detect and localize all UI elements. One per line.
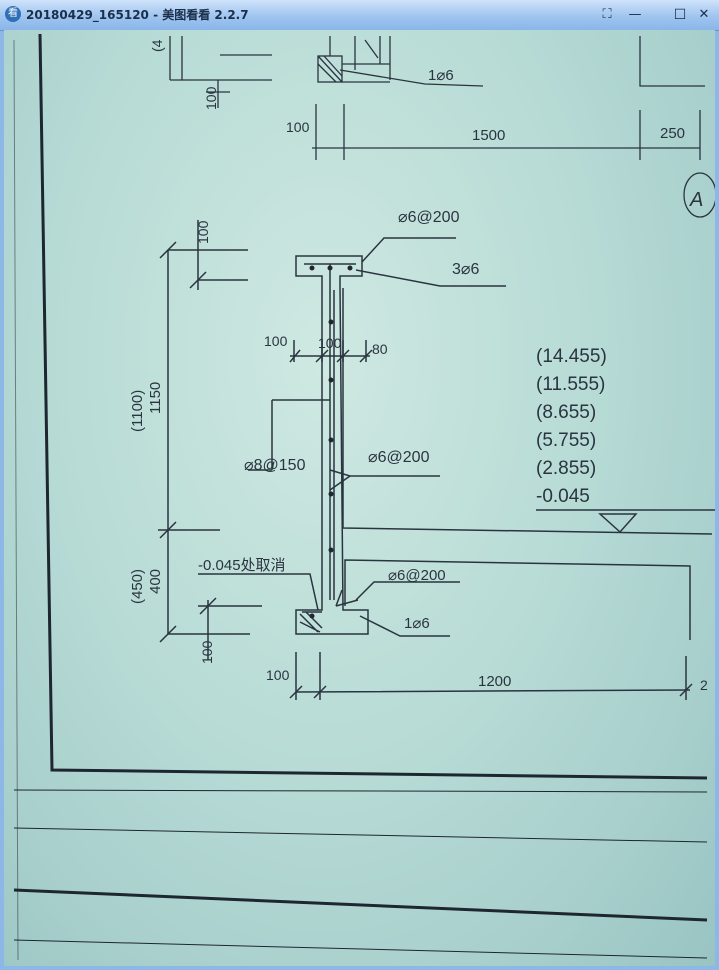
elevation-item: (11.555) [536,374,605,395]
dim-top-100: 100 [195,220,211,244]
title-bar[interactable]: 看 20180429_165120 - 美图看看 2.2.7 ⛶ — ☐ ✕ [0,0,719,31]
grid-axis-label: A [689,189,703,211]
cap-bars-label: 3⌀6 [452,261,480,278]
app-icon[interactable]: 看 [5,6,21,22]
top-dim-100: 100 [286,119,310,135]
top-dim-1500: 1500 [472,127,505,144]
elevation-item: (2.855) [536,458,596,479]
dim-height-1100: (1100) [129,390,146,432]
dim-height-450: (450) [129,569,146,604]
image-viewport[interactable]: 1⌀6 100 100 1500 250 (4 A [4,30,715,966]
restore-button[interactable] [648,5,668,25]
maximize-button[interactable]: ☐ [673,7,687,23]
elevation-list: (14.455) (11.555) (8.655) (5.755) (2.855… [536,346,607,507]
top-partial-left-label: (4 [149,39,165,52]
dim-100-a: 100 [264,333,288,349]
dim-80: 80 [372,341,388,357]
base-note-label: -0.045处取消 [198,557,286,574]
close-button[interactable]: ✕ [698,7,710,22]
cap-stirrup-label: ⌀6@200 [398,209,460,226]
dim-bottom-100: 100 [199,640,215,664]
dim-height-400: 400 [147,569,164,594]
horizontal-rebar-label: ⌀6@200 [368,449,430,466]
dim-100-b: 100 [318,335,342,351]
bottom-dim-100: 100 [266,667,290,683]
parapet-section [158,220,715,700]
elevation-item: (8.655) [536,402,596,423]
base-bar-label: 1⌀6 [404,615,430,632]
rebar-dots [309,265,353,619]
elevation-item: -0.045 [536,486,590,507]
base-stirrup-label: ⌀6@200 [388,567,446,584]
minimize-button[interactable]: — [628,7,642,22]
elevation-item: (14.455) [536,346,607,367]
window-title: 20180429_165120 - 美图看看 2.2.7 [26,8,249,22]
top-dim-100-vertical: 100 [203,86,219,110]
vertical-rebar-label: ⌀8@150 [244,457,306,474]
top-rebar-label: 1⌀6 [428,67,454,84]
top-detail [169,36,715,218]
dim-height-1150: 1150 [147,382,164,414]
drawing-frame [13,33,708,961]
structural-drawing: 1⌀6 100 100 1500 250 (4 A [13,33,715,961]
fit-screen-icon[interactable]: ⛶ [602,7,612,22]
top-dim-250: 250 [660,125,685,142]
bottom-dim-1200: 1200 [478,673,511,690]
elevation-item: (5.755) [536,430,596,451]
bottom-dim-partial: 2 [700,677,708,693]
